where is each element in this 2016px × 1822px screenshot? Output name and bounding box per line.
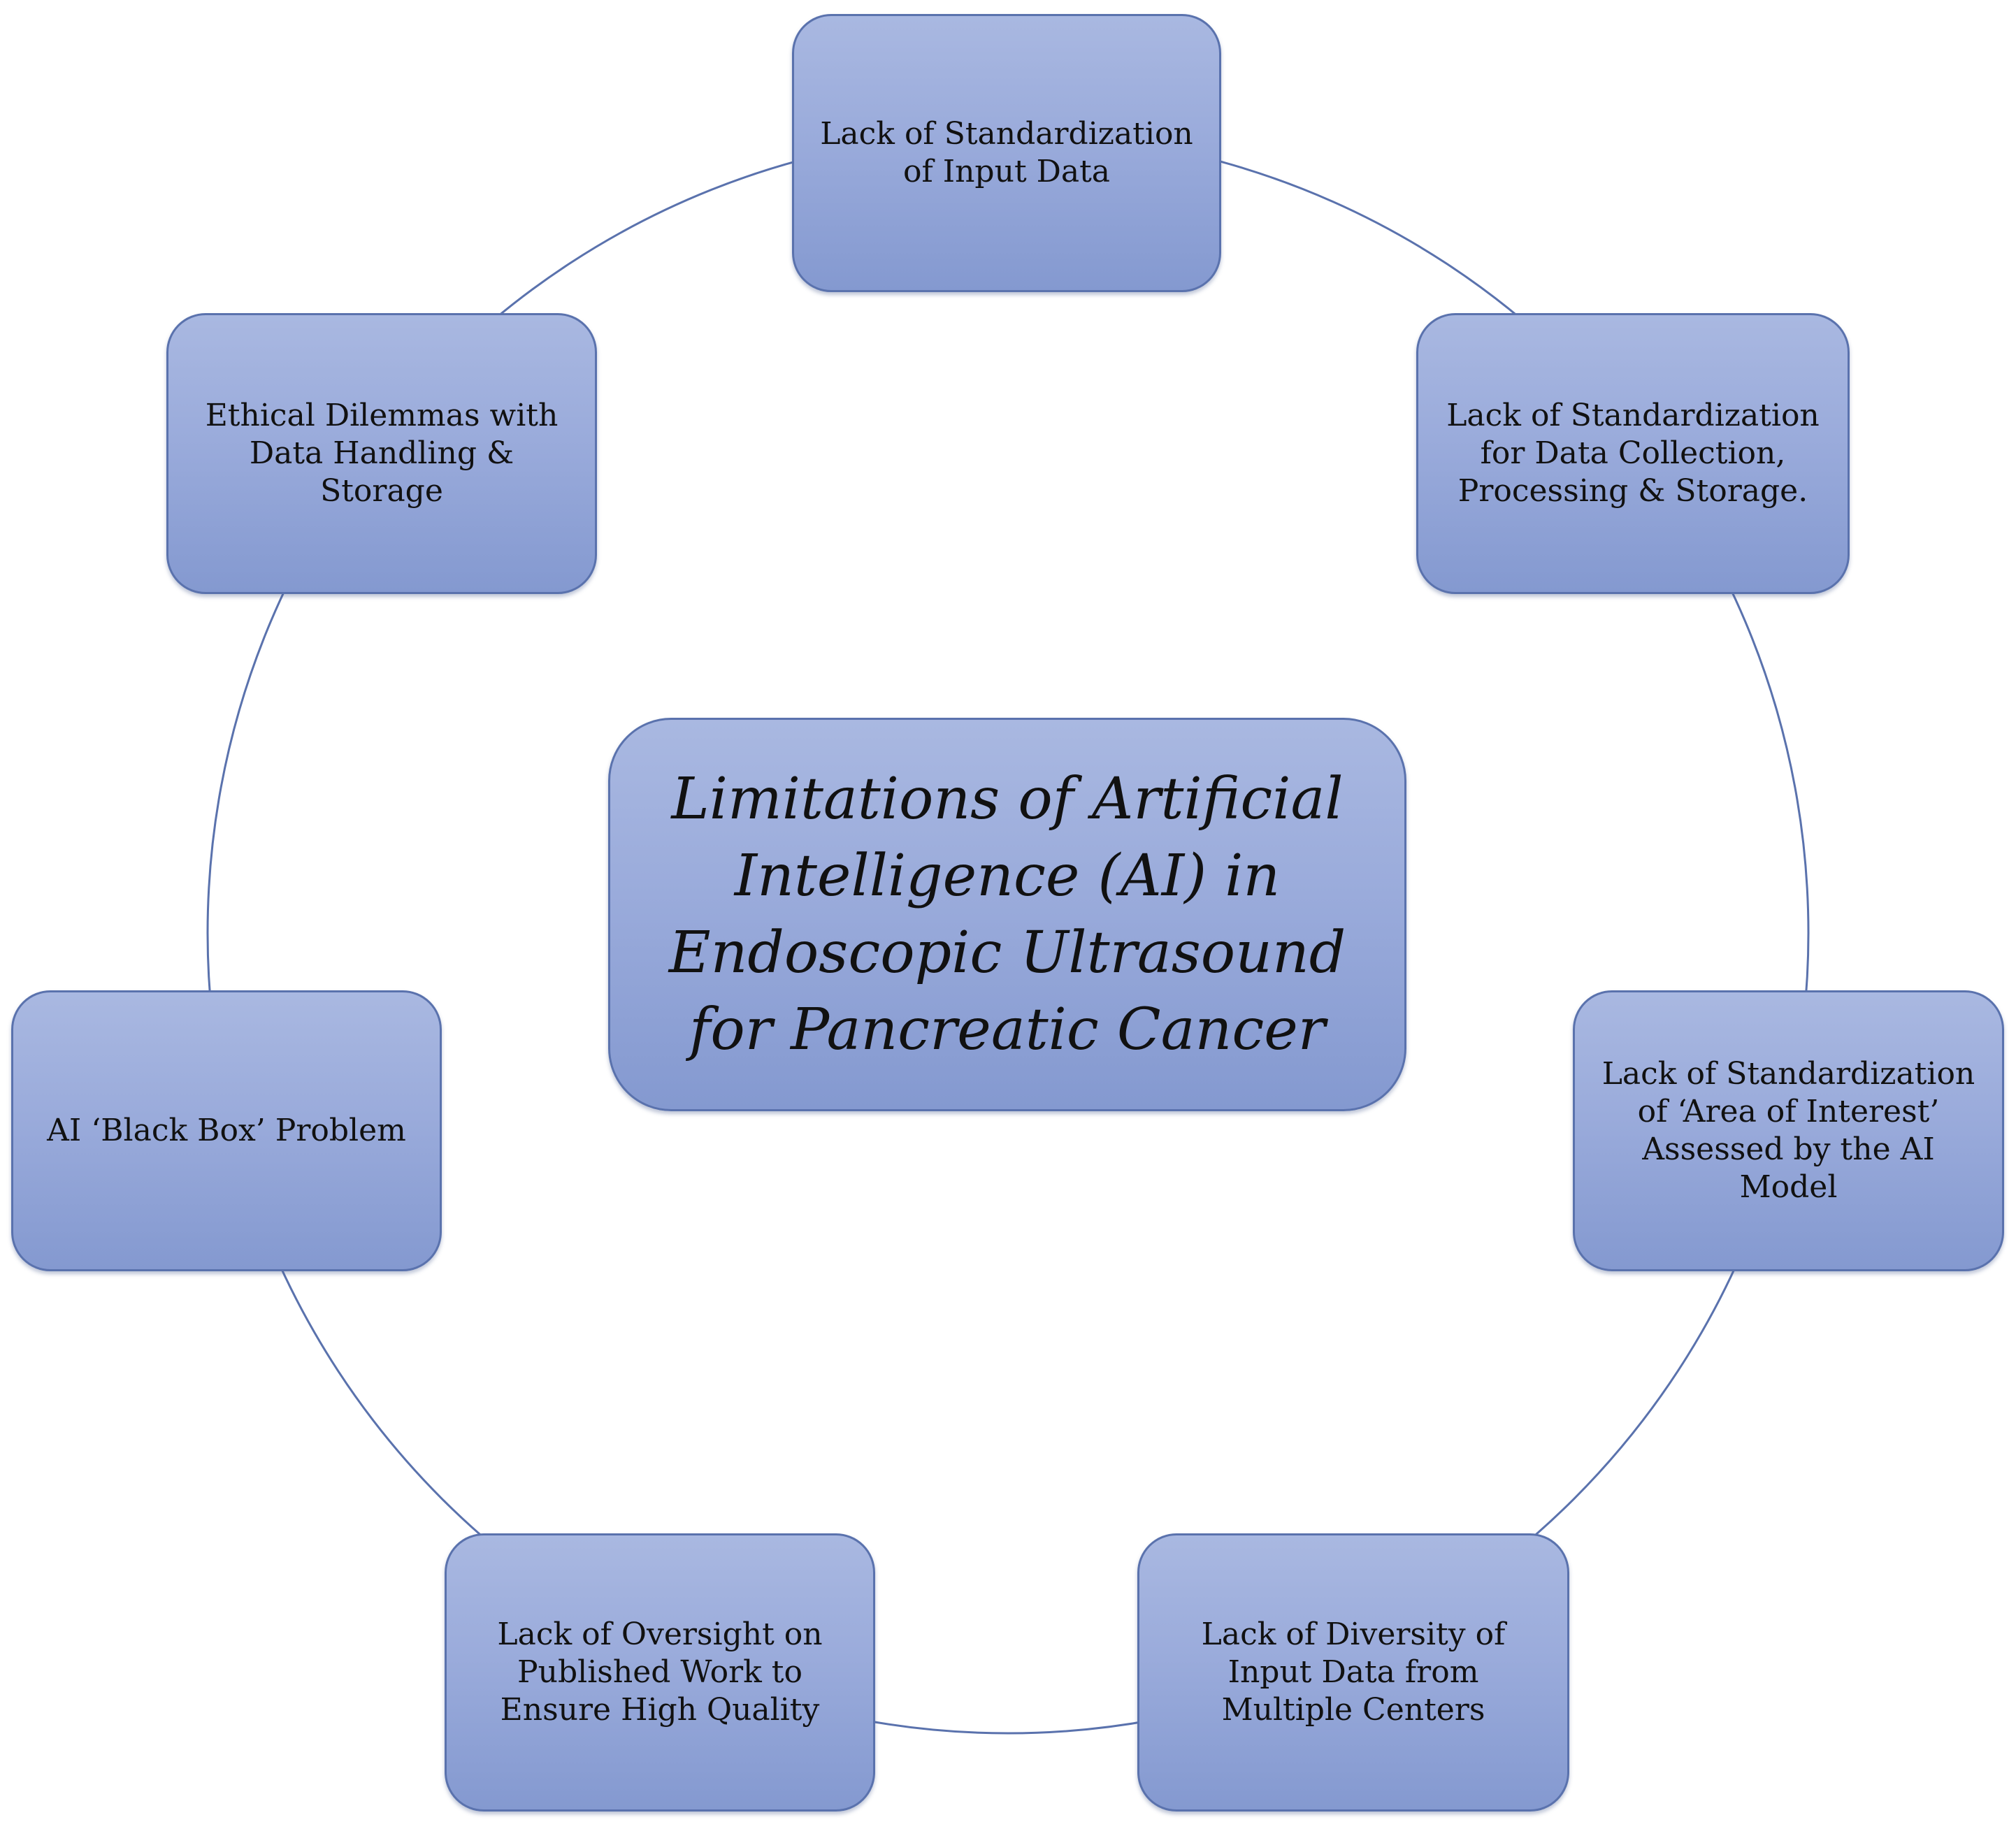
node-label: Lack of Standardization of ‘Area of Inte… <box>1601 1056 1975 1205</box>
node-area-of-interest-standardization: Lack of Standardization of ‘Area of Inte… <box>1573 990 2004 1271</box>
node-label: Lack of Standardization for Data Collect… <box>1446 398 1820 509</box>
node-label: Lack of Diversity of Input Data from Mul… <box>1201 1617 1506 1728</box>
center-title: Limitations of Artificial Intelligence (… <box>668 765 1346 1063</box>
node-published-work-oversight: Lack of Oversight on Published Work to E… <box>445 1533 875 1812</box>
node-label: AI ‘Black Box’ Problem <box>47 1113 406 1148</box>
node-label: Ethical Dilemmas with Data Handling & St… <box>205 398 559 509</box>
node-black-box-problem: AI ‘Black Box’ Problem <box>11 990 442 1271</box>
node-label: Lack of Oversight on Published Work to E… <box>497 1617 823 1728</box>
node-input-data-diversity: Lack of Diversity of Input Data from Mul… <box>1137 1533 1569 1812</box>
node-data-collection-standardization: Lack of Standardization for Data Collect… <box>1416 313 1850 594</box>
center-title-box: Limitations of Artificial Intelligence (… <box>608 718 1406 1111</box>
node-input-data-standardization: Lack of Standardization of Input Data <box>792 14 1221 292</box>
node-label: Lack of Standardization of Input Data <box>820 116 1193 189</box>
node-ethical-dilemmas: Ethical Dilemmas with Data Handling & St… <box>166 313 597 594</box>
